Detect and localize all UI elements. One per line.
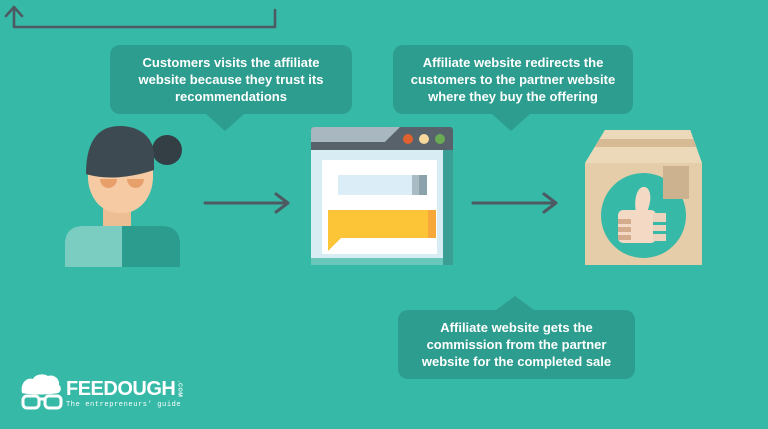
- browser-right-strip: [443, 150, 453, 265]
- browser-search-bar: [338, 175, 427, 195]
- product-package-icon: [585, 130, 702, 265]
- browser-dot-red-icon: [403, 134, 413, 144]
- browser-dot-yellow-icon: [419, 134, 429, 144]
- callout-tail-down: [206, 114, 244, 131]
- comment-box-edge: [428, 210, 436, 238]
- browser-search-button: [412, 175, 427, 195]
- browser-page: [322, 160, 437, 254]
- package-lid: [585, 130, 702, 163]
- browser-title-bar: [311, 127, 453, 150]
- logo-brand-text: FEEDOUGH: [66, 378, 176, 400]
- comment-box-tail: [328, 238, 341, 251]
- browser-comment-box: [328, 210, 436, 238]
- package-label-patch: [663, 166, 689, 199]
- arrow-right-icon: [471, 192, 558, 214]
- callout-redirect-text: Affiliate website redirects the customer…: [410, 54, 616, 105]
- arrow-return-up-icon: [4, 5, 277, 29]
- browser-dot-green-icon: [435, 134, 445, 144]
- affiliate-website-browser-icon: [311, 127, 453, 265]
- browser-body: [311, 150, 453, 265]
- browser-tab-shape: [311, 127, 400, 142]
- package-lid-stripe: [585, 139, 702, 147]
- callout-commission: Affiliate website gets the commission fr…: [398, 296, 635, 379]
- feedough-logo: FEEDOUGH .COM The entrepreneurs' guide: [20, 372, 182, 416]
- logo-text-block: FEEDOUGH .COM The entrepreneurs' guide: [66, 379, 182, 409]
- thumbs-up-icon: [618, 186, 666, 243]
- callout-redirect: Affiliate website redirects the customer…: [393, 45, 633, 131]
- search-button-light: [412, 175, 419, 195]
- search-button-dark: [419, 175, 427, 195]
- feedough-face-icon: [21, 374, 63, 410]
- logo-tld-text: .COM: [176, 381, 183, 398]
- callout-customer-visit: Customers visits the affiliate website b…: [110, 45, 352, 131]
- logo-tagline-text: The entrepreneurs' guide: [66, 401, 182, 409]
- customer-avatar-icon: [65, 126, 182, 267]
- callout-tail-down: [492, 114, 530, 131]
- callout-customer-visit-text: Customers visits the affiliate website b…: [138, 54, 324, 105]
- callout-tail-up: [496, 296, 534, 310]
- arrow-right-icon: [203, 192, 290, 214]
- callout-commission-text: Affiliate website gets the commission fr…: [421, 319, 612, 370]
- package-body: [585, 163, 702, 265]
- browser-bottom-strip: [311, 258, 453, 265]
